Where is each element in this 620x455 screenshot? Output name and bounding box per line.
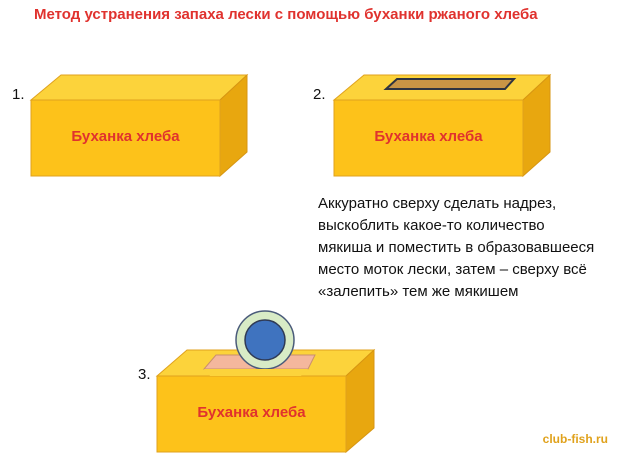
cut-slot [383,78,517,90]
bread-loaf-3 [155,310,376,454]
instruction-line: Аккуратно сверху сделать надрез, [318,195,557,212]
step-1-number: 1. [12,86,25,103]
bread-label-3: Буханка хлеба [197,404,306,421]
step-2-number: 2. [313,86,326,103]
bread-label-1: Буханка хлеба [71,128,180,145]
instruction-line: место моток лески, затем – сверху всё [318,261,587,278]
bread-loaf-1 [29,73,249,178]
instruction-line: «залепить» тем же мякишем [318,283,519,300]
instruction-line: выскоблить какое-то количество [318,217,545,234]
site-watermark: club-fish.ru [542,432,608,446]
bread-label-2: Буханка хлеба [374,128,483,145]
instruction-line: мякиша и поместить в образовавшееся [318,239,595,256]
instruction-text: Аккуратно сверху сделать надрез, выскобл… [318,193,618,303]
step-3-number: 3. [138,366,151,383]
bread-loaf-2 [332,73,552,178]
line-spool [235,310,295,370]
page-title: Метод устранения запаха лески с помощью … [34,6,538,23]
